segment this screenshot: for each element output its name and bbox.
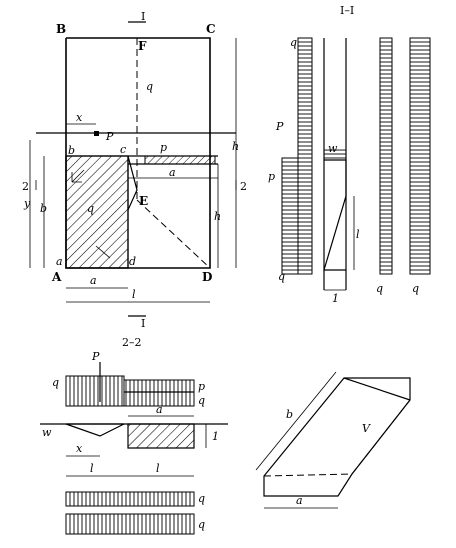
label-sec1-qeloc: q xyxy=(376,282,383,295)
label-point-b: b xyxy=(68,144,75,157)
label-dim-b1: b xyxy=(40,202,47,215)
label-sec2-w: w xyxy=(42,426,52,439)
label-sec2-l1-half-a: l xyxy=(90,462,94,475)
label-sec2-q: q xyxy=(198,394,205,407)
band-load-p1-q xyxy=(123,379,195,407)
section-2-left-triangle xyxy=(65,423,125,437)
label-point-c: c xyxy=(120,143,126,156)
label-dim-h1: h xyxy=(214,210,221,223)
band-load-q1 xyxy=(65,375,125,407)
label-section-cut-left: 2 xyxy=(22,180,29,193)
plan-view: B C F E A D b c a d q q P p x a l b y h … xyxy=(22,10,247,330)
label-sec2-one: 1 xyxy=(212,430,219,443)
point-load-p1-marker xyxy=(94,131,99,136)
section-I-diagram xyxy=(323,159,347,271)
label-vol-b1: b xyxy=(286,408,293,421)
label-vol-V1: V xyxy=(362,422,371,435)
label-dim-a1: a xyxy=(90,274,97,287)
label-sec2-x1: x xyxy=(76,442,83,455)
label-section-cut-right: 2 xyxy=(240,180,247,193)
title-section-I-I: I–I xyxy=(340,4,354,17)
label-section-cut-top: I xyxy=(141,10,145,23)
dim-line-vol-b1 xyxy=(255,371,337,471)
column-load-qe xyxy=(409,37,431,275)
section-I-I: I–I q P p q w l 1 q q xyxy=(268,4,431,305)
volume-v1: b V a xyxy=(255,371,411,509)
section-I-p1-strip xyxy=(323,149,347,161)
band-load-qeloc xyxy=(65,491,195,507)
label-sec1-w1: w xyxy=(328,142,338,155)
label-dim-e1: a xyxy=(169,166,176,179)
label-dim-x1: x xyxy=(76,111,83,124)
label-sec2-a1: a xyxy=(156,403,163,416)
dashed-diagonal-e xyxy=(136,199,211,269)
label-corner-b: B xyxy=(56,22,66,36)
label-sec2-qeloc: q xyxy=(198,492,205,505)
title-section-2-2: 2–2 xyxy=(122,336,142,349)
label-sec1-qe: q xyxy=(412,282,419,295)
section-2-2: 2–2 P q p q a w 1 x l l q q xyxy=(40,336,228,535)
label-sec1-l1-half: l xyxy=(356,228,360,241)
label-vol-a1: a xyxy=(296,494,303,507)
label-point-f: F xyxy=(138,39,147,53)
hatched-area-q1 xyxy=(65,155,129,269)
label-sec2-q1: q xyxy=(52,376,59,389)
label-sec1-q1: q xyxy=(278,270,285,283)
label-point-a: a xyxy=(56,255,63,268)
label-sec1-q: q xyxy=(290,36,297,49)
label-load-q1: q xyxy=(87,202,94,215)
label-point-d: d xyxy=(129,255,136,268)
label-strip-p1: p xyxy=(160,141,167,154)
column-load-q xyxy=(297,37,313,275)
strip-load-p1 xyxy=(144,155,216,165)
volume-v1-outline xyxy=(263,377,411,497)
volume-v1-hidden-diagonal xyxy=(351,399,411,475)
ce-line xyxy=(127,155,138,211)
band-load-qe xyxy=(65,513,195,535)
label-sec2-P1: P xyxy=(91,350,100,363)
label-section-cut-bottom: I xyxy=(141,317,145,330)
label-dim-y1: y xyxy=(23,197,31,210)
column-load-qeloc xyxy=(379,37,393,275)
label-load-q: q xyxy=(146,80,153,93)
label-corner-c: C xyxy=(206,22,216,36)
label-dim-h: h xyxy=(232,140,239,153)
label-sec2-qe: q xyxy=(198,518,205,531)
column-load-q1 xyxy=(281,157,299,275)
label-point-e: E xyxy=(139,194,148,208)
label-point-a-upper: A xyxy=(51,270,62,284)
label-sec1-P1: P xyxy=(275,120,284,133)
volume-v1-hidden-edge xyxy=(263,473,353,477)
label-sec2-p1: p xyxy=(198,380,205,393)
label-dim-l1: l xyxy=(132,288,136,301)
corner-arrow-a xyxy=(95,245,111,259)
label-sec1-p1: p xyxy=(268,170,275,183)
label-sec1-one: 1 xyxy=(332,292,339,305)
label-point-load-p1: P xyxy=(105,130,114,143)
section-2-hatched-triangle xyxy=(127,423,195,449)
volume-v1-top-edge xyxy=(343,377,411,401)
corner-arrow-x xyxy=(71,169,85,183)
label-point-d-upper: D xyxy=(202,270,212,284)
label-sec2-l1-half-b: l xyxy=(156,462,160,475)
